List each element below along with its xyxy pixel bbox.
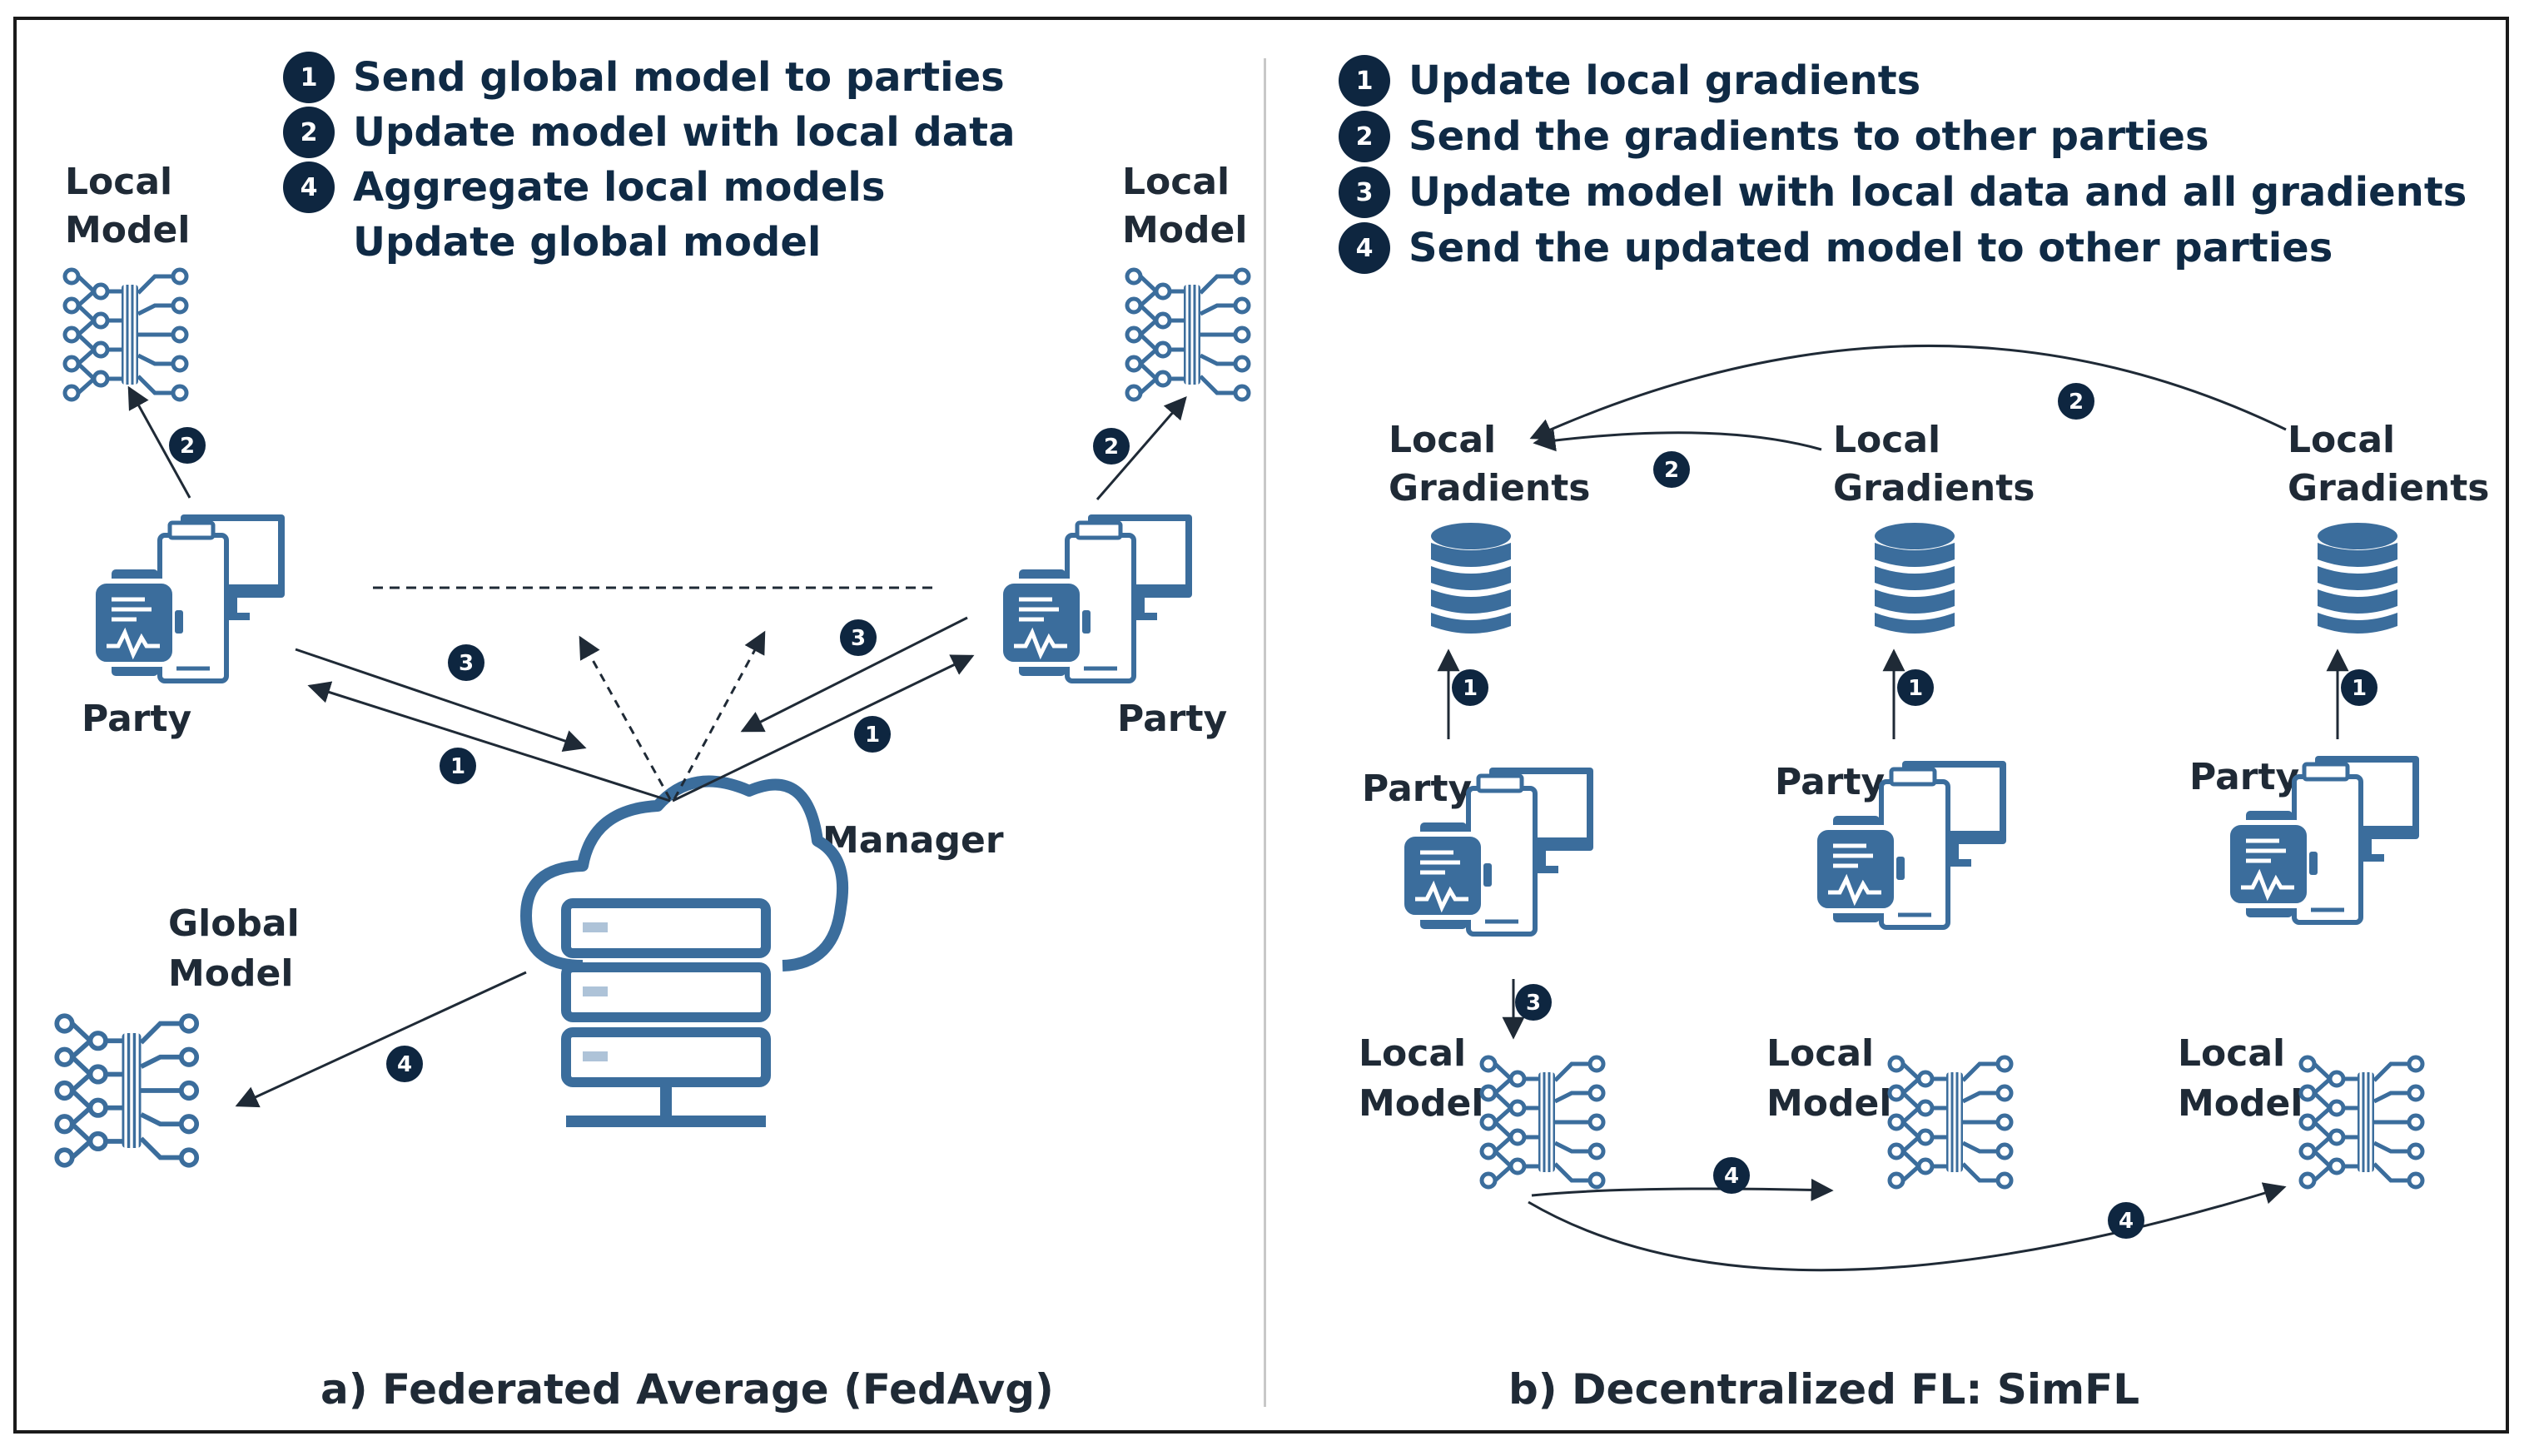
step-badge-4-near: 4 (1713, 1157, 1750, 1194)
legend-text: Update model with local data and all gra… (1409, 169, 2467, 216)
step-badge: 4 (1339, 222, 1390, 274)
step-badge-4-far: 4 (2108, 1202, 2144, 1239)
svg-text:1: 1 (2352, 676, 2367, 701)
step-badge-2-near: 2 (1653, 451, 1690, 488)
step-badge: 4 (283, 162, 335, 213)
party-label-2: Party (1775, 761, 1886, 803)
svg-text:1: 1 (450, 754, 465, 779)
step-badge-1-r1: 1 (1452, 669, 1488, 706)
neural-network-icon-1 (1482, 1057, 1603, 1187)
neural-network-icon-local-right (1127, 270, 1249, 400)
caption-left: a) Federated Average (FedAvg) (320, 1365, 1054, 1414)
panel-divider (1264, 58, 1266, 1407)
party-device-icon-2 (1815, 761, 2006, 927)
legend-text: Update model with local data (353, 109, 1016, 156)
manager-label: Manager (822, 819, 1004, 862)
party-device-icon-3 (2228, 756, 2419, 922)
neural-network-icon-local-left (65, 270, 186, 400)
step-badge-1-r2: 1 (1897, 669, 1934, 706)
step-badge: 3 (1339, 166, 1390, 218)
step-badge-3-left: 3 (448, 644, 484, 681)
party-device-icon-left (93, 514, 285, 681)
svg-text:2: 2 (1664, 458, 1679, 483)
step-badge-2-left: 2 (169, 427, 206, 464)
svg-text:4: 4 (397, 1052, 412, 1077)
svg-text:1: 1 (1463, 676, 1478, 701)
party-label-3: Party (2189, 756, 2300, 798)
database-icon-1 (1431, 523, 1511, 634)
database-icon-2 (1875, 523, 1955, 634)
left-legend-item-2: 2 Update model with local data (283, 107, 1016, 158)
step-badge: 1 (283, 52, 335, 103)
svg-text:2: 2 (1104, 435, 1119, 460)
step-badge: 1 (1339, 55, 1390, 107)
legend-text: Update global model (353, 219, 822, 266)
step-badge-1-right: 1 (854, 716, 891, 753)
legend-text: Send the updated model to other parties (1409, 225, 2333, 271)
neural-network-icon-global (57, 1016, 196, 1165)
step-badge-3-r1: 3 (1515, 984, 1552, 1021)
party-label-right: Party (1117, 698, 1228, 740)
svg-text:3: 3 (1526, 991, 1541, 1016)
party-device-icon-right (1001, 514, 1192, 681)
right-legend-item-3: 3 Update model with local data and all gr… (1339, 166, 2467, 218)
step-badge-1-left: 1 (440, 748, 476, 784)
svg-text:3: 3 (851, 626, 866, 651)
legend-text: Send the gradients to other parties (1409, 113, 2209, 160)
left-legend-item-1: 1 Send global model to parties (283, 52, 1005, 103)
right-legend-item-1: 1 Update local gradients (1339, 55, 1920, 107)
svg-text:1: 1 (1908, 676, 1923, 701)
step-badge-2-far: 2 (2058, 383, 2094, 420)
cloud-server-icon (520, 775, 849, 1127)
step-badge-2-right: 2 (1093, 428, 1130, 465)
svg-text:2: 2 (2069, 390, 2084, 415)
right-legend-item-2: 2 Send the gradients to other parties (1339, 111, 2209, 162)
left-legend-item-4: Update global model (283, 216, 821, 268)
svg-text:4: 4 (2119, 1209, 2134, 1234)
caption-right: b) Decentralized FL: SimFL (1508, 1365, 2140, 1414)
step-badge: 2 (1339, 111, 1390, 162)
step-badge-4-left: 4 (386, 1046, 423, 1082)
step-badge-3-right: 3 (840, 619, 877, 656)
party-label-1: Party (1362, 768, 1473, 810)
legend-text: Update local gradients (1409, 57, 1921, 104)
svg-text:3: 3 (459, 651, 474, 676)
legend-text: Aggregate local models (353, 164, 886, 211)
svg-text:4: 4 (1724, 1164, 1739, 1189)
neural-network-icon-2 (1890, 1057, 2011, 1187)
party-device-icon-1 (1402, 768, 1593, 934)
party-label-left: Party (82, 698, 192, 740)
svg-text:1: 1 (865, 723, 880, 748)
database-icon-3 (2318, 523, 2397, 634)
svg-text:2: 2 (180, 434, 195, 459)
right-legend-item-4: 4 Send the updated model to other parties (1339, 222, 2333, 274)
legend-text: Send global model to parties (353, 54, 1005, 101)
left-legend-item-3: 4 Aggregate local models (283, 162, 885, 213)
step-badge: 2 (283, 107, 335, 158)
step-badge-1-r3: 1 (2341, 669, 2377, 706)
neural-network-icon-3 (2301, 1057, 2422, 1187)
